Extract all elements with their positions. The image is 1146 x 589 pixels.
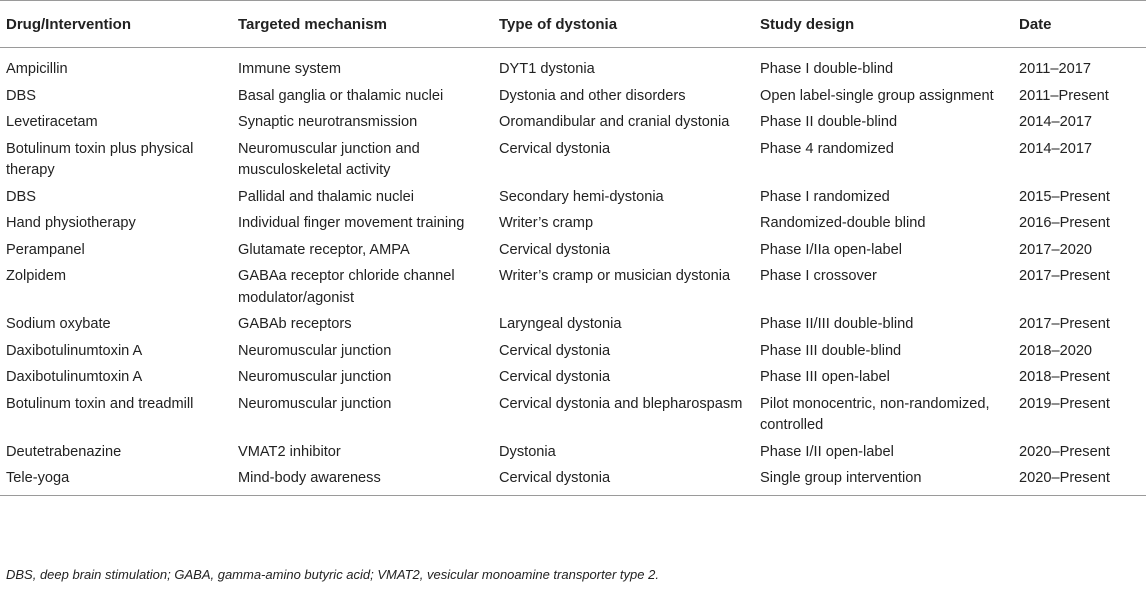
cell-date: 2017–2020	[1019, 241, 1093, 258]
cell-study-design: Phase II double-blind	[760, 114, 898, 130]
cell-mechanism: VMAT2 inhibitor	[238, 443, 341, 460]
cell-study-design: Single group intervention	[754, 465, 1013, 496]
cell-drug: DBS	[6, 87, 37, 104]
cell-date: 2017–Present	[1019, 316, 1110, 332]
cell-date: 2011–2017	[1019, 61, 1091, 77]
cell-dystonia-type: Writer’s cramp or musician dystonia	[499, 268, 731, 284]
cell-dystonia-type: Laryngeal dystonia	[499, 316, 622, 332]
cell-date: 2020–Present	[1019, 443, 1110, 460]
cell-mechanism: Basal ganglia or thalamic nuclei	[238, 87, 444, 104]
cell-drug: Daxibotulinumtoxin A	[6, 342, 143, 359]
cell-study-design: Phase I/II open-label	[760, 443, 894, 460]
cell-study-design: Randomized-double blind	[760, 215, 926, 231]
cell-mechanism: Neuromuscular junction	[238, 342, 392, 359]
cell-drug: Ampicillin	[6, 61, 68, 77]
table-row: Daxibotulinumtoxin A Neuromuscular junct…	[0, 338, 1146, 365]
cell-date: 2019–Present	[1019, 395, 1110, 412]
cell-date: 2011–Present	[1019, 87, 1109, 104]
cell-study-design: Pilot monocentric, non-randomized, contr…	[760, 395, 990, 434]
table-row: Daxibotulinumtoxin A Neuromuscular junct…	[0, 364, 1146, 391]
trials-table: Drug/Intervention Targeted mechanism Typ…	[0, 0, 1146, 496]
cell-drug: Perampanel	[6, 241, 85, 258]
table-footnote: DBS, deep brain stimulation; GABA, gamma…	[6, 567, 659, 582]
header-drug-intervention: Drug/Intervention	[0, 0, 232, 48]
header-study-design: Study design	[754, 0, 1013, 48]
cell-mechanism: Neuromuscular junction	[238, 395, 392, 412]
cell-study-design: Phase I/IIa open-label	[760, 241, 902, 258]
table-row: Hand physiotherapy Individual finger mov…	[0, 210, 1146, 237]
cell-drug: Deutetrabenazine	[6, 443, 122, 460]
table-row: Zolpidem GABAa receptor chloride channel…	[0, 263, 1146, 311]
cell-dystonia-type: Cervical dystonia	[499, 342, 611, 359]
table-row: Deutetrabenazine VMAT2 inhibitor Dystoni…	[0, 439, 1146, 466]
cell-dystonia-type: Oromandibular and cranial dystonia	[499, 114, 730, 130]
cell-dystonia-type: Dystonia and other disorders	[499, 87, 686, 104]
cell-mechanism: Immune system	[238, 61, 341, 77]
cell-dystonia-type: DYT1 dystonia	[499, 61, 595, 77]
cell-dystonia-type: Cervical dystonia and blepharospasm	[499, 395, 743, 412]
header-targeted-mechanism: Targeted mechanism	[232, 0, 493, 48]
cell-study-design: Phase III double-blind	[760, 342, 902, 359]
cell-drug: Sodium oxybate	[6, 316, 111, 332]
cell-date: 2018–2020	[1019, 342, 1093, 359]
cell-mechanism: Individual finger movement training	[238, 215, 465, 231]
cell-study-design: Phase I randomized	[760, 188, 890, 205]
cell-study-design: Phase II/III double-blind	[760, 316, 914, 332]
cell-drug: DBS	[6, 188, 37, 205]
cell-study-design: Phase I double-blind	[760, 61, 894, 77]
cell-date: 2017–Present	[1019, 268, 1110, 284]
table-row: Ampicillin Immune system DYT1 dystonia P…	[0, 48, 1146, 83]
cell-mechanism: Glutamate receptor, AMPA	[238, 241, 410, 258]
cell-drug: Botulinum toxin and treadmill	[6, 395, 194, 412]
cell-dystonia-type: Writer’s cramp	[499, 215, 594, 231]
cell-mechanism: Neuromuscular junction	[238, 369, 392, 385]
header-type-of-dystonia: Type of dystonia	[493, 0, 754, 48]
table-row: Levetiracetam Synaptic neurotransmission…	[0, 109, 1146, 136]
header-date: Date	[1013, 0, 1146, 48]
table-row: Perampanel Glutamate receptor, AMPA Cerv…	[0, 237, 1146, 264]
cell-dystonia-type: Cervical dystonia	[493, 465, 754, 496]
cell-date: 2014–2017	[1019, 140, 1093, 157]
cell-dystonia-type: Cervical dystonia	[499, 140, 611, 157]
table-header-row: Drug/Intervention Targeted mechanism Typ…	[0, 0, 1146, 48]
cell-study-design: Phase 4 randomized	[760, 140, 894, 157]
cell-drug: Hand physiotherapy	[6, 215, 136, 231]
cell-dystonia-type: Dystonia	[499, 443, 556, 460]
cell-mechanism: GABAb receptors	[238, 316, 352, 332]
cell-drug: Tele-yoga	[0, 465, 232, 496]
cell-dystonia-type: Cervical dystonia	[499, 241, 611, 258]
cell-date: 2020–Present	[1013, 465, 1146, 496]
cell-mechanism: Neuromuscular junction and musculoskelet…	[238, 140, 420, 179]
cell-date: 2018–Present	[1019, 369, 1110, 385]
cell-study-design: Phase I crossover	[760, 268, 877, 284]
cell-mechanism: GABAa receptor chloride channel modulato…	[238, 268, 455, 306]
cell-dystonia-type: Secondary hemi-dystonia	[499, 188, 664, 205]
table-row: Sodium oxybate GABAb receptors Laryngeal…	[0, 311, 1146, 338]
cell-study-design: Open label-single group assignment	[760, 87, 994, 104]
cell-mechanism: Synaptic neurotransmission	[238, 114, 418, 130]
table-row: Tele-yoga Mind-body awareness Cervical d…	[0, 465, 1146, 496]
cell-date: 2016–Present	[1019, 215, 1110, 231]
cell-date: 2015–Present	[1019, 188, 1110, 205]
table-row: DBS Pallidal and thalamic nuclei Seconda…	[0, 184, 1146, 211]
table-row: Botulinum toxin plus physical therapy Ne…	[0, 136, 1146, 184]
cell-mechanism: Mind-body awareness	[232, 465, 493, 496]
cell-drug: Botulinum toxin plus physical therapy	[6, 140, 194, 179]
cell-mechanism: Pallidal and thalamic nuclei	[238, 188, 415, 205]
table-row: DBS Basal ganglia or thalamic nuclei Dys…	[0, 83, 1146, 110]
cell-drug: Levetiracetam	[6, 114, 98, 130]
cell-study-design: Phase III open-label	[760, 369, 890, 385]
table-row: Botulinum toxin and treadmill Neuromuscu…	[0, 391, 1146, 439]
trials-table-container: Drug/Intervention Targeted mechanism Typ…	[0, 0, 1146, 496]
cell-drug: Daxibotulinumtoxin A	[6, 369, 143, 385]
cell-drug: Zolpidem	[6, 268, 67, 284]
cell-date: 2014–2017	[1019, 114, 1093, 130]
cell-dystonia-type: Cervical dystonia	[499, 369, 611, 385]
